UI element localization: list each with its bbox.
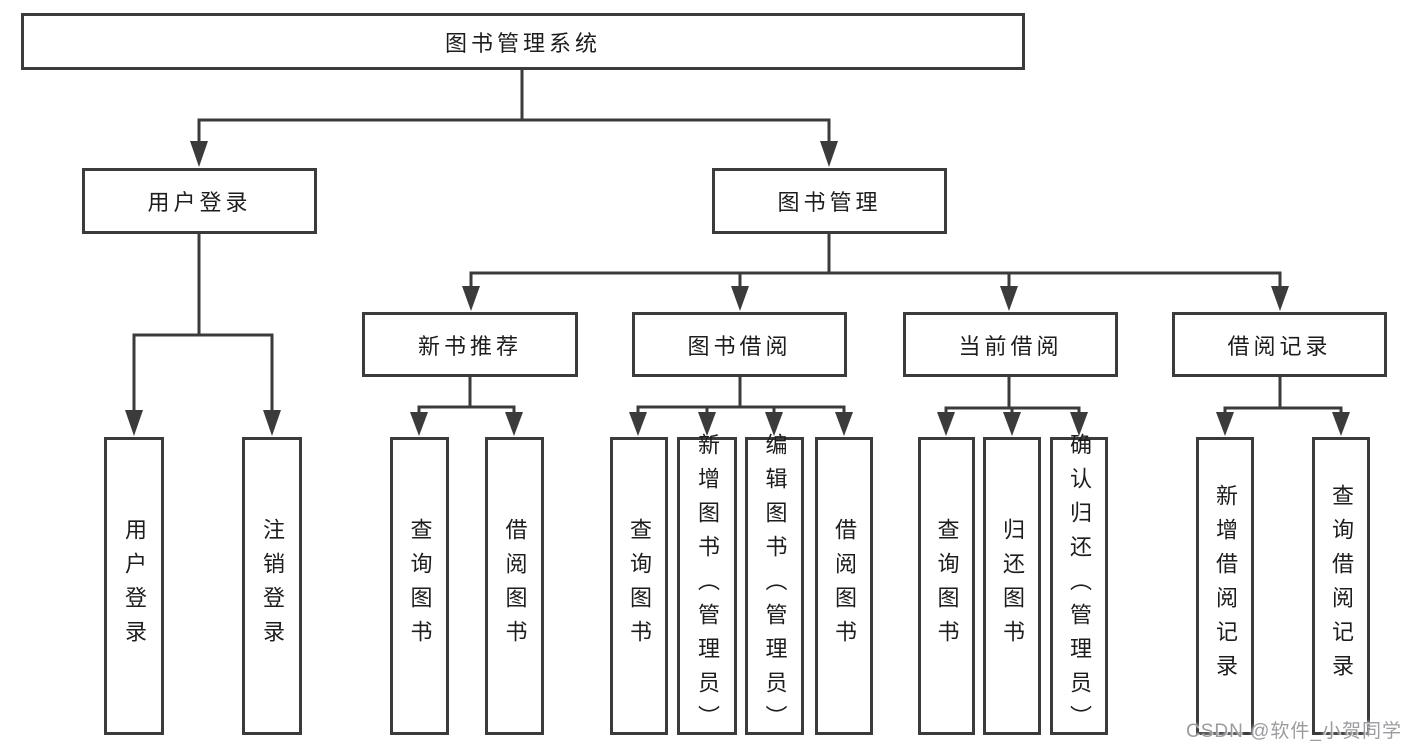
watermark: CSDN @软件_小贺同学 xyxy=(1186,721,1402,742)
node-borrow-records-label: 借阅记录 xyxy=(1227,333,1332,359)
leaf-user-login-label: 用户登录 xyxy=(122,518,147,654)
leaf-query-books-current: 查询图书 xyxy=(918,437,975,735)
leaf-add-book-admin: 新增图书（管理员） xyxy=(677,433,737,739)
node-new-book-recommend: 新书推荐 xyxy=(362,312,578,377)
leaf-add-book-admin-label: 新增图书（管理员） xyxy=(695,433,720,739)
node-book-borrow-label: 图书借阅 xyxy=(687,333,792,359)
leaf-return-book: 归还图书 xyxy=(983,437,1041,735)
leaf-add-borrow-record-label: 新增借阅记录 xyxy=(1213,484,1238,688)
leaf-user-login: 用户登录 xyxy=(104,437,164,735)
node-current-borrow: 当前借阅 xyxy=(903,312,1118,377)
node-new-book-recommend-label: 新书推荐 xyxy=(417,333,522,359)
leaf-query-books-recommend: 查询图书 xyxy=(390,437,449,735)
leaf-query-books-recommend-label: 查询图书 xyxy=(407,518,433,654)
node-borrow-records: 借阅记录 xyxy=(1172,312,1387,377)
node-current-borrow-label: 当前借阅 xyxy=(958,333,1063,359)
leaf-edit-book-admin-label: 编辑图书（管理员） xyxy=(762,433,788,739)
node-book-management-label: 图书管理 xyxy=(777,190,882,215)
leaf-borrow-books-recommend-label: 借阅图书 xyxy=(502,518,528,654)
leaf-query-books-borrow-label: 查询图书 xyxy=(627,518,652,654)
leaf-confirm-return-admin-label: 确认归还（管理员） xyxy=(1067,433,1092,739)
leaf-return-book-label: 归还图书 xyxy=(1000,518,1025,654)
node-user-login-label: 用户登录 xyxy=(147,190,252,215)
leaf-add-borrow-record: 新增借阅记录 xyxy=(1196,437,1254,735)
leaf-query-borrow-record: 查询借阅记录 xyxy=(1312,437,1370,735)
node-book-management: 图书管理 xyxy=(712,168,947,234)
leaf-query-books-borrow: 查询图书 xyxy=(610,437,668,735)
leaf-borrow-books-recommend: 借阅图书 xyxy=(485,437,544,735)
leaf-edit-book-admin: 编辑图书（管理员） xyxy=(745,433,804,739)
arrowheads xyxy=(125,141,1350,436)
leaf-query-borrow-record-label: 查询借阅记录 xyxy=(1329,484,1354,688)
leaf-confirm-return-admin: 确认归还（管理员） xyxy=(1050,433,1108,739)
leaf-query-books-current-label: 查询图书 xyxy=(934,518,960,654)
leaf-logout: 注销登录 xyxy=(242,437,302,735)
connector-lines xyxy=(132,68,1343,416)
leaf-borrow-books: 借阅图书 xyxy=(815,437,873,735)
node-book-borrow: 图书借阅 xyxy=(632,312,847,377)
leaf-logout-label: 注销登录 xyxy=(260,518,285,654)
leaf-borrow-books-label: 借阅图书 xyxy=(832,518,857,654)
node-root-label: 图书管理系统 xyxy=(444,30,601,56)
node-user-login: 用户登录 xyxy=(82,168,317,234)
node-root: 图书管理系统 xyxy=(21,13,1025,70)
